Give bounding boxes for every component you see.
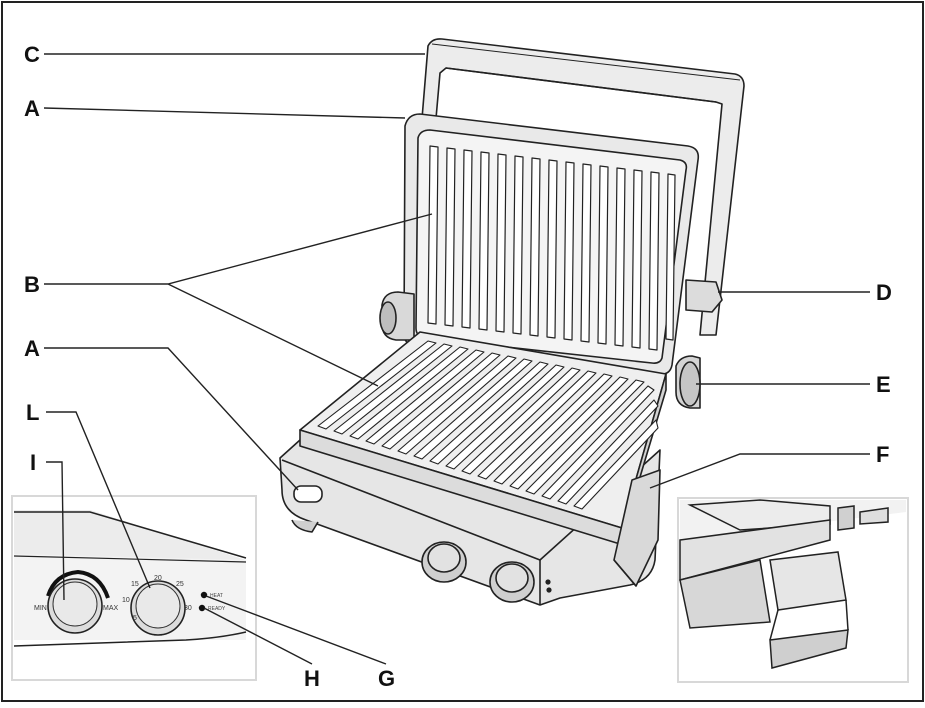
callout-a-bottom: A (24, 336, 40, 361)
callout-a-top: A (24, 96, 40, 121)
ready-indicator-light (198, 604, 206, 612)
leader-l (46, 411, 151, 589)
callout-h: H (304, 666, 320, 691)
callout-labels: C A B A L I D E F H G (24, 42, 892, 691)
timer-tick-10: 10 (122, 597, 130, 604)
heat-arc-indicator (46, 569, 110, 599)
timer-tick-20: 20 (154, 575, 162, 582)
dial-max-label: MAX (103, 605, 119, 612)
timer-tick-30: 30 (184, 605, 192, 612)
upper-plate (403, 113, 700, 375)
callout-d: D (876, 280, 892, 305)
drip-tray-inset (677, 497, 909, 683)
front-knobs (421, 541, 552, 603)
leader-a-bottom (44, 347, 299, 491)
callout-g: G (378, 666, 395, 691)
leader-i (46, 461, 65, 601)
controls-inset: MIN MAX 5 10 15 20 25 30 HEAT READY (11, 495, 257, 681)
leader-lines (43, 53, 870, 665)
timer-tick-25: 25 (176, 581, 184, 588)
callout-l: L (26, 400, 39, 425)
upper-plate-ribs (427, 145, 676, 351)
leader-a-top (43, 107, 406, 119)
timer-tick-5: 5 (133, 615, 137, 622)
leader-b (44, 213, 433, 387)
callout-i: I (30, 450, 36, 475)
leader-g (205, 595, 387, 665)
callout-c: C (24, 42, 40, 67)
leader-f (649, 453, 870, 489)
callout-f: F (876, 442, 889, 467)
leader-h (203, 607, 313, 665)
callout-b: B (24, 272, 40, 297)
timer-tick-15: 15 (131, 581, 139, 588)
dial-min-label: MIN (34, 605, 47, 612)
callout-e: E (876, 372, 891, 397)
heat-indicator-light (200, 591, 208, 599)
heat-indicator-label: HEAT (210, 593, 223, 599)
front-badge (293, 485, 323, 503)
drip-tray (613, 469, 661, 587)
height-control-lever (685, 279, 723, 313)
hinge-assembly (379, 279, 723, 409)
ready-indicator-label: READY (208, 606, 226, 612)
